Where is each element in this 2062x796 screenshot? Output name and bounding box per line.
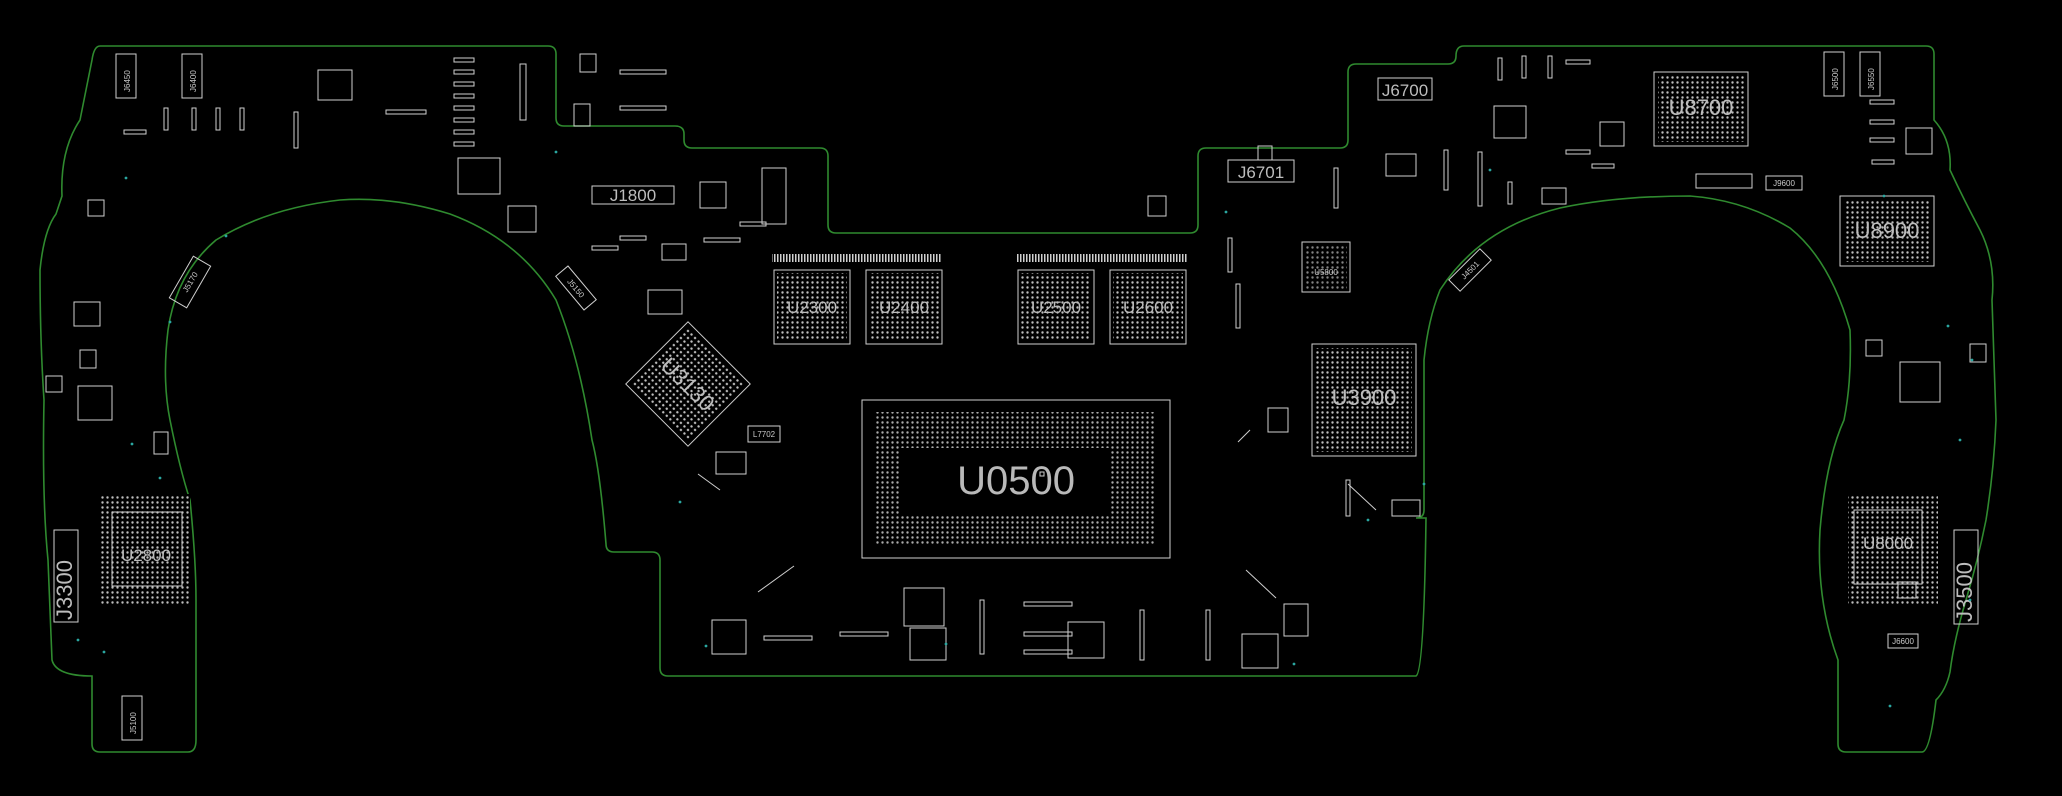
u2300-label: U2300 [787,298,837,317]
j6550-label: J6550 [1867,68,1876,90]
j3300-label: J3300 [52,560,77,620]
j6600-label: J6600 [1892,637,1914,646]
dram-row: U2300 U2400 U2500 U2600 [772,254,1188,345]
u8700-label: U8700 [1669,95,1734,120]
u0500-package: U0500 [861,399,1171,559]
j9600-connector: J9600 [1765,175,1803,191]
u8000-label: U8000 [1863,534,1913,553]
u8000-package: U8000 [1848,494,1938,604]
diagonal-passives [697,429,1377,599]
vias [76,150,1974,708]
u2600-label: U2600 [1123,298,1173,317]
u2400-label: U2400 [879,298,929,317]
j9600-label: J9600 [1773,179,1795,188]
small-ic-packages [45,53,1987,669]
j6400-connector: J6400 [181,53,203,99]
u2500-label: U2500 [1031,298,1081,317]
board-outline [39,45,1997,753]
u8900-label: U8900 [1855,218,1920,243]
l7702-inductor: L7702 [747,425,781,443]
u5800-label: U5800 [1314,268,1338,277]
j6500-label: J6500 [1831,68,1840,90]
j1800-connector: J1800 [591,185,675,205]
u8900-package: U8900 [1839,195,1935,267]
j6450-label: J6450 [123,70,132,92]
j3500-connector: J3500 [1952,529,1979,625]
j1800-label: J1800 [610,186,656,205]
l7702-label: L7702 [753,430,776,439]
u3900-label: U3900 [1332,385,1397,410]
u0500-label: U0500 [957,459,1075,503]
j6700-label: J6700 [1382,81,1428,100]
j6550-connector: J6550 [1859,51,1881,97]
j6500-connector: J6500 [1823,51,1845,97]
u2800-label: U2800 [121,546,171,565]
j6600-connector: J6600 [1887,633,1919,649]
j5100-connector: J5100 [121,695,143,741]
u8700-package: U8700 [1653,71,1749,147]
j5100-label: J5100 [129,712,138,734]
j6400-label: J6400 [189,70,198,92]
u2800-package: U2800 [100,494,190,604]
j6701-label: J6701 [1238,163,1284,182]
passive-components [123,55,1895,661]
j6700-connector: J6700 [1377,77,1433,101]
j6701-connector: J6701 [1227,159,1295,183]
j3300-connector: J3300 [52,529,79,623]
j6450-connector: J6450 [115,53,137,99]
u3900-package: U3900 [1311,343,1417,457]
j3500-label: J3500 [1952,562,1977,622]
u5800-package: U5800 [1301,241,1351,293]
